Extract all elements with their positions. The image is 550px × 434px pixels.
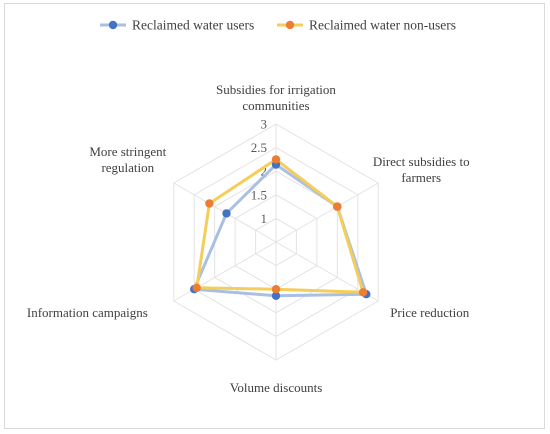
- data-point: [192, 283, 201, 292]
- data-point: [222, 209, 231, 218]
- legend: Reclaimed water users Reclaimed water non…: [100, 18, 456, 33]
- legend-item-2: Reclaimed water non-users: [277, 18, 456, 33]
- data-point: [271, 291, 281, 300]
- data-point: [333, 202, 342, 211]
- legend-label: Reclaimed water users: [132, 18, 254, 33]
- series-2-markers: [192, 155, 368, 297]
- legend-item-1: Reclaimed water users: [100, 18, 254, 33]
- legend-swatch-marker: [108, 20, 118, 30]
- chart-frame: [4, 3, 545, 429]
- tick-label: 2.5: [251, 140, 267, 155]
- data-point: [271, 155, 281, 164]
- legend-swatch-marker: [285, 20, 295, 30]
- category-label: Volume discounts: [230, 380, 323, 395]
- tick-label: 1.5: [251, 187, 267, 202]
- series-layer: [190, 155, 371, 300]
- category-label: Price reduction: [390, 305, 470, 320]
- tick-label: 2: [261, 164, 268, 179]
- data-point: [271, 285, 281, 294]
- grid-spoke: [275, 182, 379, 243]
- radial-tick-labels: 1 1.5 2 2.5 3: [251, 117, 267, 226]
- data-point: [205, 199, 214, 208]
- category-label: Information campaigns: [27, 305, 148, 320]
- tick-label: 3: [261, 117, 268, 132]
- data-point: [358, 288, 368, 297]
- tick-label: 1: [261, 211, 268, 226]
- legend-label: Reclaimed water non-users: [309, 18, 456, 33]
